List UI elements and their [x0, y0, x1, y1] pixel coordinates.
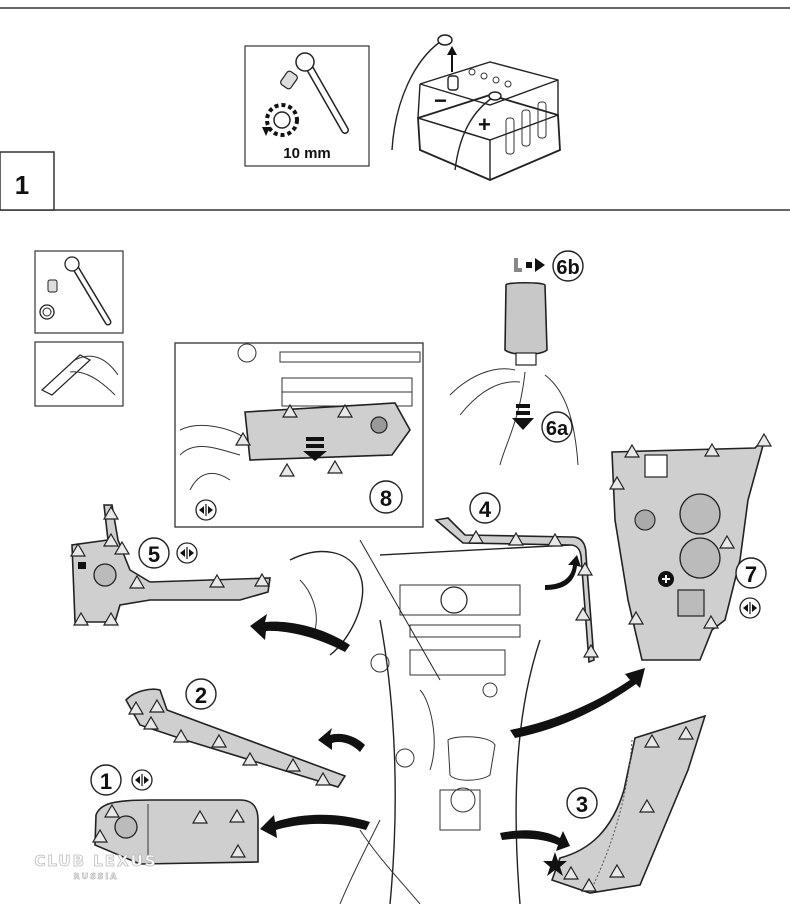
tool-panel-ratchet	[34, 250, 124, 334]
push-down-arrow-icon	[512, 404, 534, 430]
clip-release-icon	[195, 499, 217, 521]
shift-knob-assembly: 6b 6a	[449, 250, 584, 466]
removal-arrow-icon	[545, 555, 581, 590]
callout-4: 4	[479, 497, 492, 522]
connector-plus-icon	[658, 571, 674, 587]
disconnect-arrow-icon	[447, 46, 457, 55]
dashboard-center-view	[289, 539, 571, 904]
removal-arrow-icon	[250, 614, 350, 652]
part-2-side-trim: 2	[125, 678, 365, 788]
negative-terminal	[447, 75, 459, 91]
star-icon	[543, 852, 567, 876]
part-4-dash-trim-strip: 4	[434, 492, 599, 664]
ratchet-wrench-icon	[280, 52, 349, 134]
callout-1: 1	[100, 769, 112, 794]
removal-arrow-icon	[500, 830, 570, 851]
unscrew-arrow-icon	[514, 258, 545, 272]
callout-6b: 6b	[556, 257, 579, 279]
callout-8: 8	[380, 486, 392, 511]
callout-3: 3	[576, 792, 588, 817]
clip-release-icon	[131, 769, 153, 791]
step-number-box: 1	[0, 151, 55, 211]
battery-negative: −	[434, 88, 447, 113]
callout-5: 5	[148, 542, 160, 567]
tool-box-10mm: 10 mm	[244, 45, 370, 167]
display-unit	[244, 402, 411, 461]
removal-arrow-icon	[260, 814, 370, 838]
part-5-lower-dash-panel: 5	[70, 504, 350, 652]
removal-arrow-icon	[318, 728, 365, 752]
loosen-rotation-icon	[262, 103, 299, 137]
pull-arrow-icon	[303, 437, 327, 461]
step-number: 1	[15, 170, 29, 200]
removal-arrow-icon	[510, 668, 645, 738]
watermark-line1: CLUB LEXUS	[34, 852, 157, 870]
tool-size-label: 10 mm	[283, 145, 331, 162]
battery-icon: − +	[391, 34, 561, 181]
negative-cable-clamp	[437, 34, 453, 46]
part-3-console-side-trim: 3	[500, 714, 707, 894]
watermark-line2: RUSSIA	[74, 872, 119, 881]
inset-step-8: 8	[174, 342, 424, 528]
battery-positive: +	[478, 112, 491, 137]
shift-knob	[504, 281, 548, 356]
watermark: CLUB LEXUS RUSSIA	[34, 852, 157, 882]
callout-7: 7	[745, 562, 757, 587]
callout-6a: 6a	[546, 418, 569, 440]
part-7-console-side-panel: 7	[609, 433, 772, 661]
part-1-console-lid: 1	[90, 764, 370, 865]
clip-release-icon	[739, 597, 761, 619]
callout-2: 2	[195, 683, 207, 708]
clip-release-icon	[176, 542, 198, 564]
tool-panel-trim-remover	[34, 341, 124, 407]
